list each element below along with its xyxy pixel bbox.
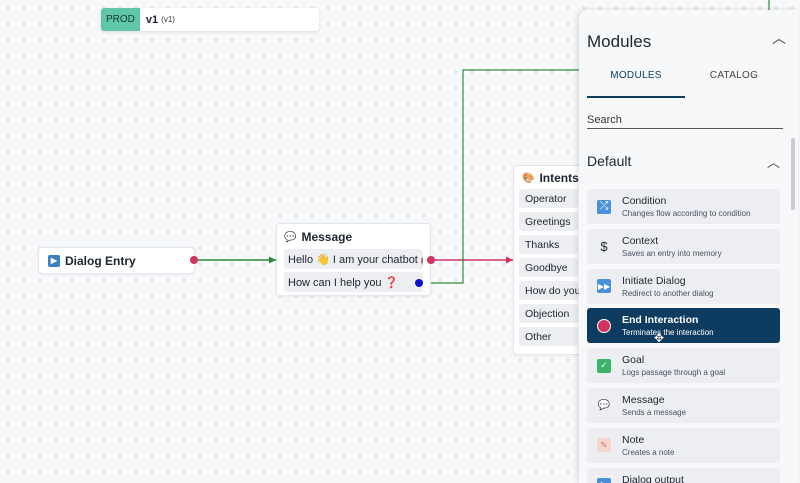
module-name: Dialog output: [622, 473, 684, 483]
panel-tabs: MODULES CATALOG: [587, 68, 783, 98]
tab-catalog[interactable]: CATALOG: [709, 70, 759, 81]
message-output-port[interactable]: [427, 256, 435, 264]
search-input[interactable]: [587, 111, 783, 129]
intent-row[interactable]: Operator: [519, 189, 578, 208]
version-name: v1: [145, 13, 159, 26]
speech-bubble-icon: 💬: [597, 399, 611, 411]
intent-row[interactable]: Goodbye: [519, 258, 578, 277]
module-desc: Creates a note: [622, 447, 675, 457]
panel-title: Modules: [587, 32, 652, 51]
palette-icon: 🎨: [522, 172, 535, 184]
intent-row[interactable]: Other: [519, 327, 578, 346]
node-title: Intents: [539, 171, 579, 185]
intent-row[interactable]: Greetings: [519, 212, 578, 231]
wire-arrow: [269, 256, 276, 264]
chevron-up-icon[interactable]: ︿: [766, 155, 780, 170]
intents-node[interactable]: 🎨 Intents Operator Greetings Thanks Good…: [513, 165, 583, 355]
module-desc: Redirect to another dialog: [622, 288, 714, 298]
check-box-icon: ✓: [597, 358, 611, 373]
section-title: Default: [587, 153, 632, 169]
intent-row[interactable]: Objection: [519, 304, 578, 323]
node-title: Message: [301, 230, 353, 244]
wire-arrow: [506, 256, 513, 264]
output-icon: ▶: [597, 477, 611, 483]
module-name: End Interaction: [622, 314, 699, 327]
module-desc: Logs passage through a goal: [622, 368, 726, 378]
fast-forward-icon: ▶▶: [597, 279, 611, 294]
message-node[interactable]: 💬 Message Hello 👋 I am your chatbot 🤖...…: [276, 223, 431, 296]
entry-output-port[interactable]: [190, 256, 198, 264]
node-title: Dialog Entry: [65, 253, 136, 268]
module-name: Condition: [622, 195, 667, 207]
module-desc: Sends a message: [622, 407, 687, 417]
intent-row[interactable]: How do you: [519, 281, 580, 300]
module-desc: Changes flow according to condition: [622, 209, 751, 218]
dialog-entry-node[interactable]: ▶ Dialog Entry: [38, 247, 195, 274]
tab-modules[interactable]: MODULES: [587, 68, 685, 98]
speech-bubble-icon: 💬: [284, 231, 297, 243]
modules-panel: Modules ︿ MODULES CATALOG Default ︿ ⤮ Co…: [579, 10, 798, 483]
play-icon: ▶: [48, 254, 60, 267]
module-name: Note: [622, 433, 645, 446]
wire-message-to-offscreen: [419, 69, 579, 284]
module-name: Initiate Dialog: [622, 274, 686, 287]
scrollbar[interactable]: [791, 138, 795, 210]
memo-icon: ✎: [597, 438, 611, 453]
module-name: Context: [622, 234, 659, 247]
version-sub: (v1): [161, 15, 175, 24]
intent-row[interactable]: Thanks: [519, 235, 578, 254]
message-row[interactable]: Hello 👋 I am your chatbot 🤖...: [284, 249, 423, 269]
module-dialog-output[interactable]: ▶ Dialog output: [587, 467, 780, 483]
version-badge[interactable]: PROD v1 (v1): [101, 8, 319, 31]
module-desc: Terminates the interaction: [622, 328, 714, 338]
chevron-up-icon[interactable]: ︿: [772, 30, 786, 46]
dollar-icon: $: [600, 238, 608, 254]
shuffle-icon: ⤮: [597, 199, 611, 214]
module-name: Goal: [622, 354, 645, 367]
message-output-port[interactable]: [415, 279, 423, 287]
environment-badge: PROD: [101, 8, 140, 31]
message-row[interactable]: How can I help you ❓: [284, 272, 423, 292]
module-desc: Saves an entry into memory: [622, 248, 722, 258]
red-circle-icon: [597, 318, 611, 333]
move-cursor-icon: ✥: [654, 331, 665, 345]
module-name: Message: [622, 393, 665, 406]
